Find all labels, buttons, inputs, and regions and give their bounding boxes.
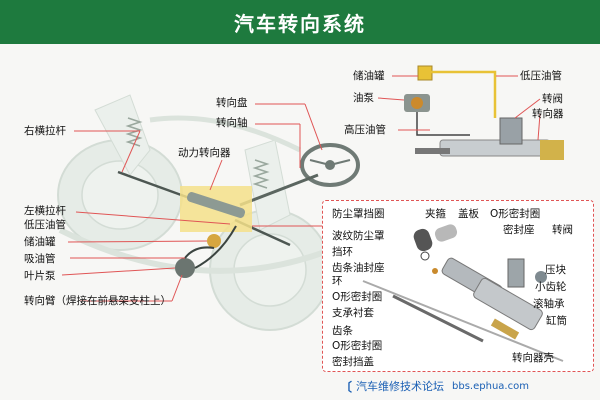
label-bushing: 支承衬套 bbox=[332, 307, 374, 319]
footer-watermark: 〔 汽车维修技术论坛 bbs.ephua.com bbox=[340, 376, 596, 396]
label-bellows: 波纹防尘罩 bbox=[332, 230, 385, 242]
label-roller-bearing: 滚轴承 bbox=[533, 298, 565, 310]
label-steering-shaft: 转向轴 bbox=[216, 117, 248, 129]
label-reservoir-main: 储油罐 bbox=[24, 236, 56, 248]
vane-pump-shape bbox=[175, 258, 195, 278]
label-high-pressure-pipe: 高压油管 bbox=[344, 124, 386, 136]
label-right-tie-rod: 右横拉杆 bbox=[24, 125, 66, 137]
label-rotary-valve: 转阀 bbox=[552, 224, 573, 236]
label-rack-seal-seat: 齿条油封座 bbox=[332, 262, 385, 274]
title-bar: 汽车转向系统 bbox=[0, 0, 600, 44]
forum-logo-icon: 〔 bbox=[340, 379, 353, 394]
leader-lines-top bbox=[377, 75, 541, 141]
label-seal-seat: 密封座 bbox=[503, 224, 535, 236]
leader-lines bbox=[61, 103, 323, 302]
page-title: 汽车转向系统 bbox=[234, 11, 366, 36]
label-clamp: 夹箍 bbox=[425, 208, 446, 220]
forum-url: bbs.ephua.com bbox=[452, 380, 529, 392]
label-o-ring-2: O形密封圈 bbox=[332, 291, 383, 303]
steering-wheel-shape bbox=[300, 143, 360, 187]
label-suction-pipe: 吸油管 bbox=[24, 253, 56, 265]
label-power-steering-gear: 动力转向器 bbox=[178, 147, 231, 159]
label-reservoir-tr: 储油罐 bbox=[353, 70, 385, 82]
label-pinion: 小齿轮 bbox=[535, 281, 567, 293]
label-low-pressure-pipe-tr: 低压油管 bbox=[520, 70, 562, 82]
label-retaining-ring: 挡环 bbox=[332, 246, 353, 258]
reservoir-shape bbox=[207, 234, 221, 248]
label-steering-wheel: 转向盘 bbox=[216, 97, 248, 109]
steering-shaft-shape bbox=[239, 173, 319, 207]
label-steering-gear-tr: 转向器 bbox=[532, 108, 564, 120]
label-cylinder: 缸筒 bbox=[546, 315, 567, 327]
exploded-parts bbox=[362, 224, 564, 362]
label-steering-valve-tr: 转阀 bbox=[542, 93, 563, 105]
label-dust-cover-ring: 防尘罩挡圈 bbox=[332, 208, 385, 220]
suspension-springs bbox=[125, 117, 270, 189]
label-steering-arm: 转向臂（焊接在前悬架支柱上） bbox=[24, 295, 171, 307]
label-o-ring-3: O形密封圈 bbox=[332, 340, 383, 352]
steering-gear-assembly bbox=[404, 65, 564, 160]
label-ring: 环 bbox=[332, 275, 343, 287]
label-housing: 转向器壳 bbox=[512, 352, 554, 364]
label-cover-plate: 盖板 bbox=[458, 208, 479, 220]
label-o-ring-1: O形密封圈 bbox=[490, 208, 541, 220]
forum-name: 汽车维修技术论坛 bbox=[356, 380, 445, 393]
label-low-pressure-pipe-main: 低压油管 bbox=[24, 219, 66, 231]
vehicle-ghost bbox=[57, 94, 332, 331]
label-vane-pump: 叶片泵 bbox=[24, 270, 56, 282]
label-seal-cover: 密封挡盖 bbox=[332, 356, 374, 368]
exploded-view-panel bbox=[322, 200, 594, 372]
label-rack: 齿条 bbox=[332, 325, 353, 337]
label-press-block: 压块 bbox=[545, 264, 566, 276]
label-oil-pump: 油泵 bbox=[353, 92, 374, 104]
label-left-tie-rod: 左横拉杆 bbox=[24, 205, 66, 217]
